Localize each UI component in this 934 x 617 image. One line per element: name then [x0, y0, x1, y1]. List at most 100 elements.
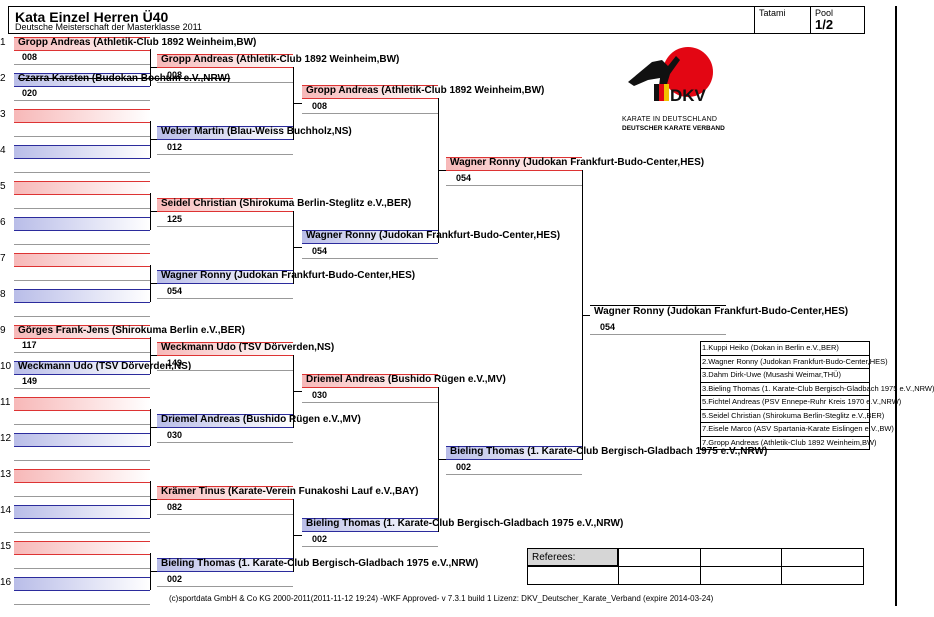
- slot-number: 16: [0, 577, 12, 588]
- slot-bar-blue: [157, 414, 293, 428]
- tatami-cell: Tatami: [754, 7, 811, 33]
- bracket-line: [150, 283, 157, 284]
- competitor-name: Driemel Andreas (Bushido Rügen e.V.,MV): [306, 374, 506, 385]
- bracket-line: [150, 355, 157, 356]
- winner-code: 054: [600, 322, 616, 332]
- score-line: [157, 298, 293, 299]
- slot-bar-red: [14, 469, 150, 483]
- score-line: [302, 258, 438, 259]
- slot-number: 11: [0, 397, 11, 408]
- ranking-item: 7.Eisele Marco (ASV Spartania-Karate Eis…: [700, 422, 894, 436]
- score-line: [157, 586, 293, 587]
- flag-gold: [664, 84, 669, 101]
- score-line: [157, 442, 293, 443]
- score-line: [157, 226, 293, 227]
- competitor-code: 054: [456, 173, 472, 183]
- score-line: [14, 568, 150, 569]
- slot-number: 8: [0, 289, 6, 300]
- slot-bar-blue: [302, 230, 438, 244]
- slot-bar-blue: [14, 289, 150, 303]
- slot-bar-red: [14, 253, 150, 267]
- referees-label: Referees:: [528, 549, 618, 566]
- ranking-item: 2.Wagner Ronny (Judokan Frankfurt-Budo-C…: [700, 354, 888, 368]
- bracket-line: [438, 170, 446, 171]
- competitor-code: 020: [22, 88, 38, 98]
- competitor-name: Seidel Christian (Shirokuma Berlin-Stegl…: [161, 198, 412, 209]
- score-line: [302, 113, 438, 114]
- competitor-code: 149: [22, 376, 38, 386]
- slot-bar-blue: [14, 577, 150, 591]
- slot-number: 14: [0, 505, 12, 516]
- ranking-item: 1.Kuppi Heiko (Dokan in Berlin e.V.,BER): [700, 341, 870, 355]
- slot-bar-blue: [157, 270, 293, 284]
- score-line: [157, 82, 293, 83]
- score-line: [446, 474, 582, 475]
- competitor-name: Krämer Tinus (Karate-Verein Funakoshi La…: [161, 486, 419, 497]
- slot-bar-blue: [14, 73, 150, 87]
- flag-red: [659, 84, 664, 101]
- competitor-name: Driemel Andreas (Bushido Rügen e.V.,MV): [161, 414, 361, 425]
- slot-bar-red: [157, 342, 293, 356]
- competitor-code: 054: [312, 246, 328, 256]
- competitor-name: Gropp Andreas (Athletik-Club 1892 Weinhe…: [18, 37, 257, 48]
- slot-bar-blue: [14, 145, 150, 159]
- score-line: [14, 424, 150, 425]
- slot-bar-blue: [14, 217, 150, 231]
- slot-bar-red: [14, 325, 150, 339]
- competitor-name: Czarra Karsten (Budokan Bochum e.V.,NRW): [18, 73, 231, 84]
- slot-bar-blue: [446, 446, 582, 460]
- slot-number: 7: [0, 253, 6, 264]
- score-line: [14, 136, 150, 137]
- competitor-name: Bieling Thomas (1. Karate-Club Bergisch-…: [306, 518, 624, 529]
- slot-bar-blue: [14, 505, 150, 519]
- ranking-item: 5.Fichtel Andreas (PSV Ennepe-Ruhr Kreis…: [700, 395, 901, 409]
- ranking-item: 3.Bieling Thomas (1. Karate-Club Bergisc…: [700, 381, 934, 395]
- competitor-name: Weckmann Udo (TSV Dörverden,NS): [161, 342, 335, 353]
- page-title: Kata Einzel Herren Ü40: [15, 9, 169, 25]
- competitor-name: Wagner Ronny (Judokan Frankfurt-Budo-Cen…: [161, 270, 416, 281]
- logo-tagline: KARATE IN DEUTSCHLAND: [622, 116, 718, 123]
- logo-org-name: DEUTSCHER KARATE VERBAND: [622, 125, 725, 132]
- competitor-code: 082: [167, 502, 183, 512]
- score-line: [157, 154, 293, 155]
- slot-number: 3: [0, 109, 6, 120]
- header-box: Kata Einzel Herren Ü40 Deutsche Meisters…: [8, 6, 865, 34]
- score-line: [14, 316, 150, 317]
- pool-value: 1/2: [815, 17, 834, 32]
- tatami-label: Tatami: [759, 8, 786, 18]
- competitor-name: Weckmann Udo (TSV Dörverden,NS): [18, 361, 192, 372]
- score-line: [14, 244, 150, 245]
- score-line: [157, 514, 293, 515]
- dkv-logo: DKV: [618, 42, 728, 136]
- bracket-line: [150, 139, 157, 140]
- page-subtitle: Deutsche Meisterschaft der Masterklasse …: [15, 22, 202, 32]
- score-line: [302, 402, 438, 403]
- pool-cell: Pool 1/2: [810, 7, 865, 33]
- competitor-name: Gropp Andreas (Athletik-Club 1892 Weinhe…: [306, 85, 545, 96]
- score-line: [14, 604, 150, 605]
- referees-table: Referees:: [527, 548, 864, 585]
- bracket-line: [293, 535, 302, 536]
- slot-number: 10: [0, 361, 12, 372]
- score-line: [14, 172, 150, 173]
- bracket-line: [150, 427, 157, 428]
- slot-bar-red: [14, 37, 150, 51]
- right-border-line: [895, 6, 897, 606]
- slot-bar-red: [302, 85, 438, 99]
- score-line: [14, 388, 150, 389]
- competitor-code: 125: [167, 214, 183, 224]
- competitor-name: Wagner Ronny (Judokan Frankfurt-Budo-Cen…: [306, 230, 561, 241]
- ranking-item: 5.Seidel Christian (Shirokuma Berlin-Ste…: [700, 408, 884, 422]
- slot-bar-red: [157, 486, 293, 500]
- slot-number: 2: [0, 73, 6, 84]
- competitor-code: 030: [312, 390, 328, 400]
- flag-black: [654, 84, 659, 101]
- competitor-name: Wagner Ronny (Judokan Frankfurt-Budo-Cen…: [450, 157, 705, 168]
- slot-number: 9: [0, 325, 6, 336]
- competitor-code: 008: [312, 101, 328, 111]
- score-line: [14, 460, 150, 461]
- bracket-line: [293, 247, 302, 248]
- slot-bar-blue: [14, 361, 150, 375]
- bracket-line: [293, 391, 302, 392]
- slot-number: 6: [0, 217, 6, 228]
